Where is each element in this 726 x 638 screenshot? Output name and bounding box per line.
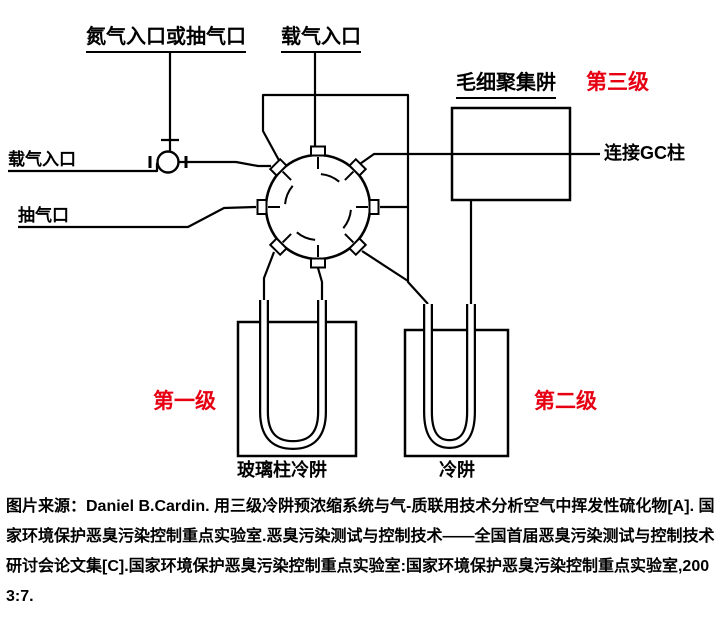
tee-valve-fitting [148, 140, 188, 174]
fitting-to-valve-line [178, 160, 271, 168]
nitrogen-inlet-label: 氮气入口或抽气口 [86, 26, 246, 53]
valve-port-top [310, 145, 326, 157]
pump-port-line [18, 205, 257, 229]
tubing-lines [8, 52, 600, 306]
gc-column-label: 连接GC柱 [604, 143, 685, 163]
carrier-inlet-top-label: 载气入口 [281, 26, 361, 53]
stage1-label: 第一级 [153, 390, 216, 413]
image-source-caption: 图片来源：Daniel B.Cardin. 用三级冷阱预浓缩系统与气-质联用技术… [6, 498, 715, 605]
u-tube-stage2-bore [425, 304, 474, 447]
valve-port-top-left [268, 157, 288, 177]
diagram-linework [8, 52, 600, 458]
gc-column-line [356, 152, 600, 167]
glass-trap-label: 玻璃柱冷阱 [237, 460, 327, 480]
valve-port-left [256, 199, 268, 215]
bottom-right-port-line [361, 250, 409, 282]
stage1-glass-trap-box [236, 320, 358, 458]
valve-port-bottom-right [348, 237, 368, 257]
stage3-label: 第三级 [586, 71, 649, 94]
capillary-trap-label: 毛细聚集阱 [456, 72, 556, 99]
valve-port-right [368, 199, 380, 215]
valve-rotor-channels [284, 173, 352, 241]
carrier-inlet-left-label: 载气入口 [8, 150, 76, 169]
valve-ports [256, 145, 380, 269]
valve-to-trap1-left-line [262, 251, 276, 302]
valve-port-bottom-left [268, 237, 288, 257]
stage2-label: 第二级 [534, 390, 597, 413]
fitting-ball [156, 150, 180, 174]
valve-port-top-right [348, 157, 368, 177]
valve-to-trap1-right-line [316, 267, 324, 302]
u-tube-stage1-bore [261, 300, 325, 448]
eight-port-valve [256, 145, 380, 269]
pump-port-label: 抽气口 [18, 206, 69, 225]
cold-trap-label: 冷阱 [439, 460, 475, 480]
bypass-loop-line [261, 93, 429, 305]
valve-port-stubs [268, 157, 368, 257]
valve-port-bottom [310, 257, 326, 269]
u-tube-stage2 [423, 304, 476, 450]
stage2-cold-trap-box [403, 328, 510, 458]
